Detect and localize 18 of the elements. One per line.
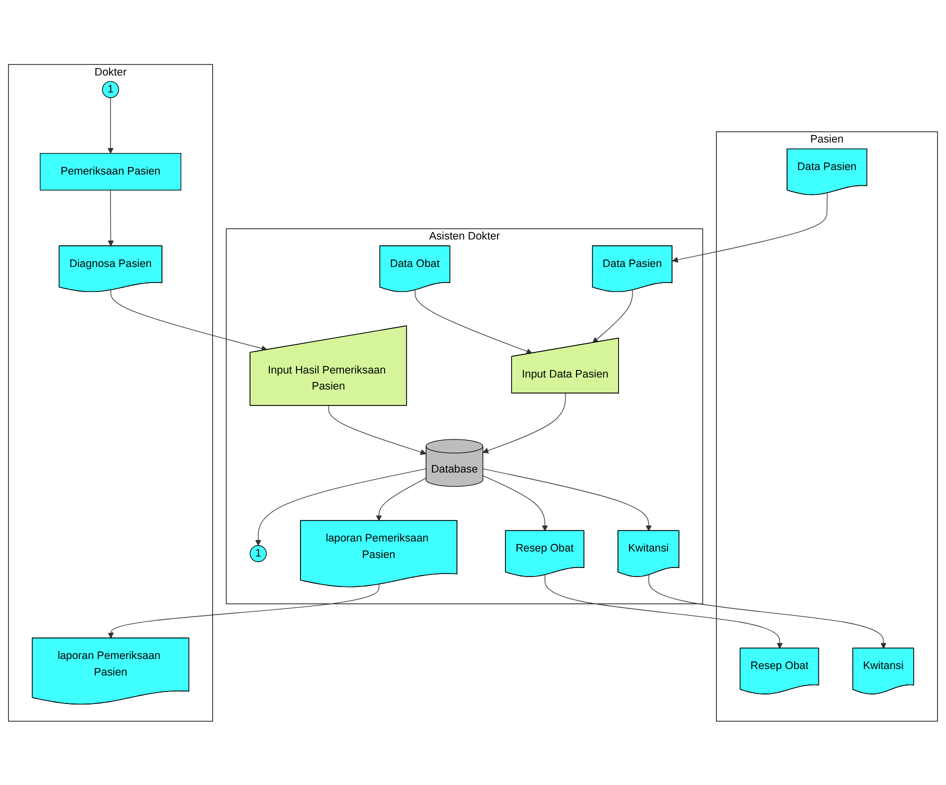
arrow	[376, 477, 426, 521]
arrow	[328, 405, 426, 455]
arrow	[482, 468, 652, 531]
arrow	[255, 468, 426, 546]
arrow	[672, 192, 828, 262]
node-circle: 1	[102, 80, 120, 98]
arrow	[482, 392, 566, 454]
arrow	[648, 574, 886, 648]
arrow	[544, 574, 783, 648]
arrow	[108, 97, 114, 154]
arrow	[414, 289, 532, 354]
node-circle: 1	[250, 544, 267, 562]
arrow	[482, 475, 548, 531]
node-box: Pemeriksaan Pasien	[40, 152, 182, 190]
arrow	[108, 584, 380, 638]
arrow	[592, 289, 633, 343]
arrow	[108, 189, 114, 246]
arrow	[110, 289, 268, 351]
